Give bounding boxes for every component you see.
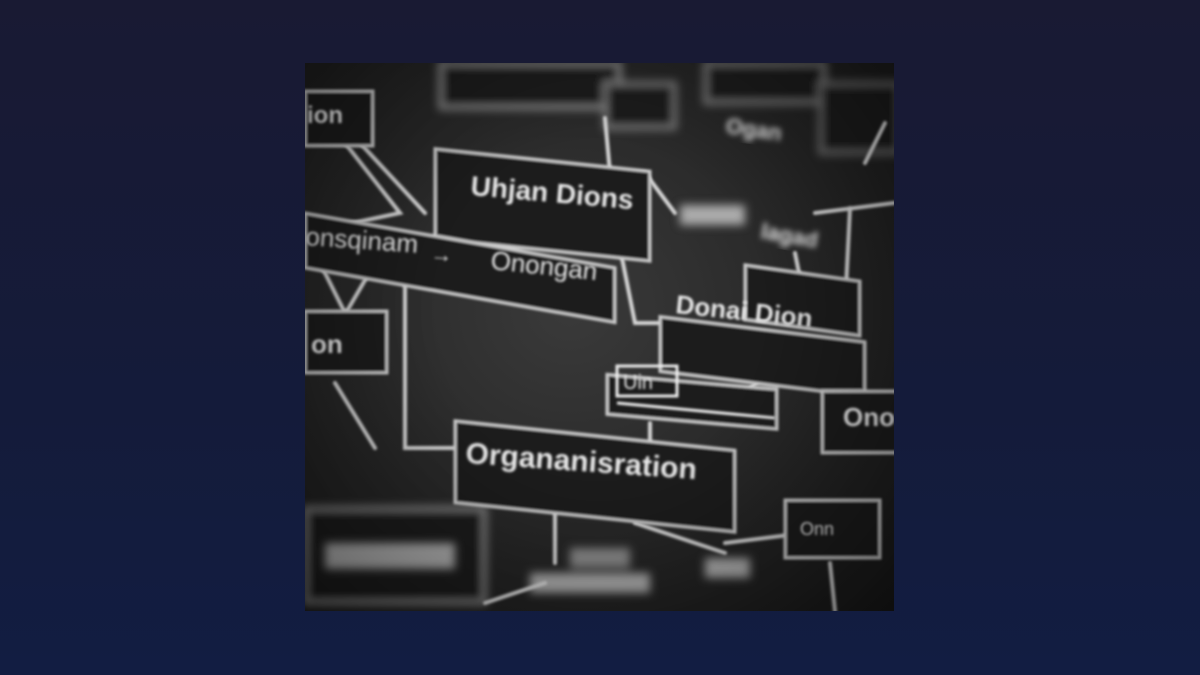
label-small-box: Uin <box>623 372 653 394</box>
flowchart-boxes <box>305 89 894 560</box>
label-top-left: ion <box>307 102 343 129</box>
label-left-box: on <box>311 329 343 359</box>
arrow-glyph: → <box>430 241 454 267</box>
flowchart-photo: ion Uhjan Dions onsqinam → Onongan Donai… <box>305 63 894 611</box>
label-right-upper: lagad <box>759 218 820 253</box>
label-bottom-right: Onn <box>800 519 834 539</box>
label-top-right: Ogan <box>724 113 783 146</box>
photo-frame: ion Uhjan Dions onsqinam → Onongan Donai… <box>305 63 894 611</box>
small-inner-box <box>615 364 776 420</box>
background-blur-group <box>305 63 894 605</box>
depth-blur-blobs <box>325 205 750 578</box>
label-right-box: Ono <box>843 402 894 432</box>
